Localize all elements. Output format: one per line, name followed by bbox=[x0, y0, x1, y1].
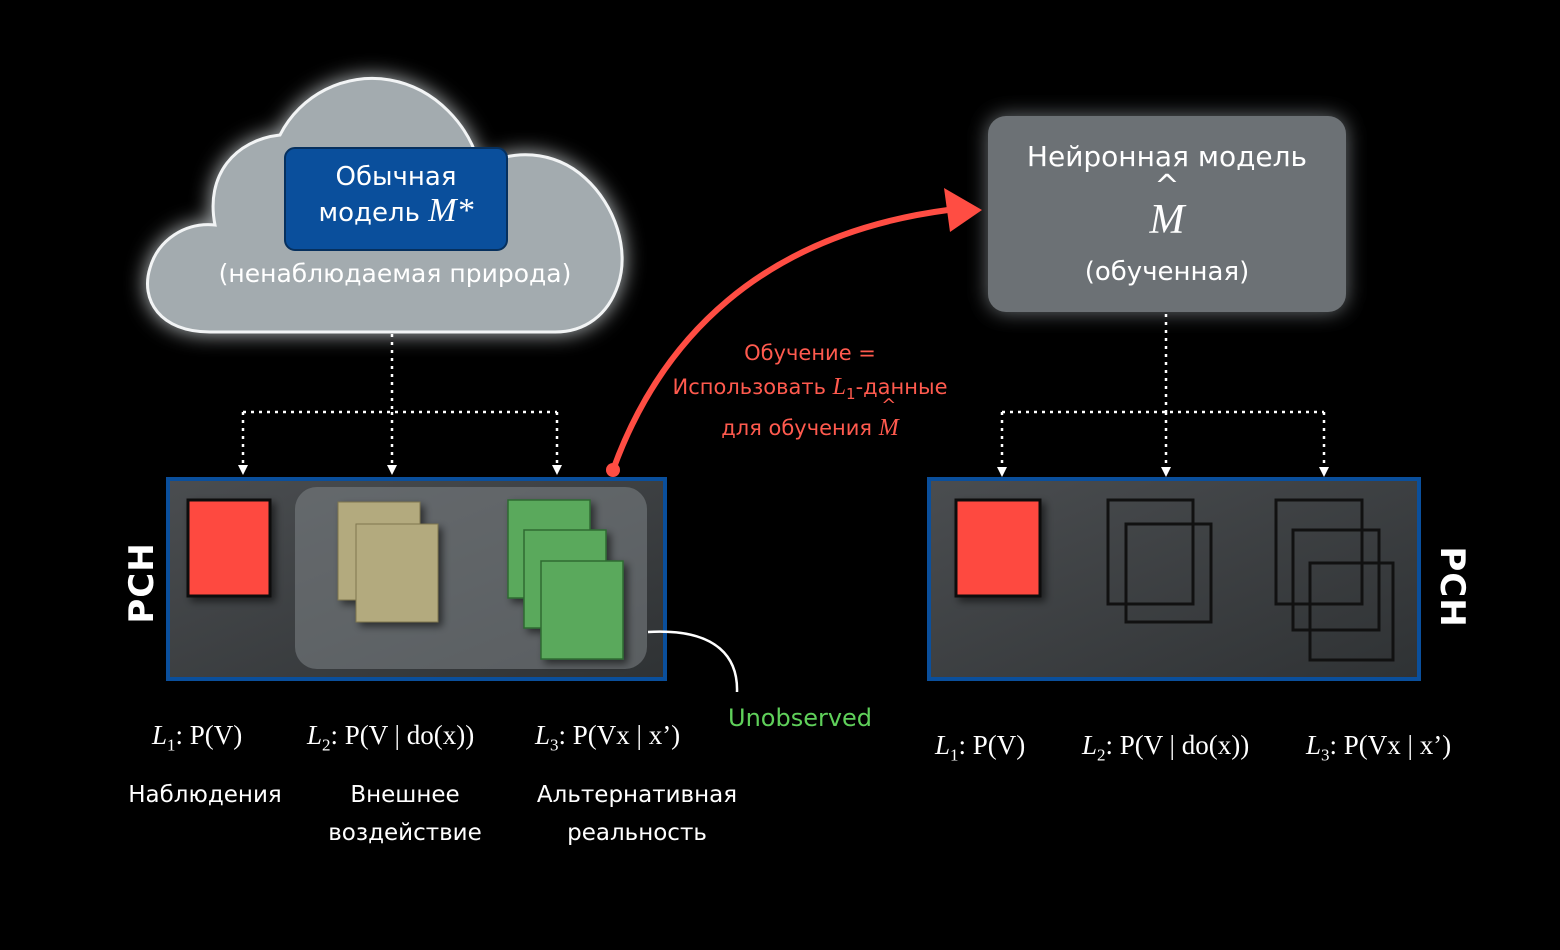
level-sub: 1 bbox=[950, 745, 959, 765]
learning-label: Обучение = Использовать L1-данные для об… bbox=[660, 336, 960, 445]
level-sub: 2 bbox=[322, 735, 331, 755]
level-symbol: L bbox=[1306, 730, 1322, 760]
level-symbol: L bbox=[152, 720, 168, 750]
caption-line1: Альтернативная bbox=[536, 782, 738, 808]
right-l3-outline-stack bbox=[1274, 498, 1395, 662]
learning-line3-symbol-wrap: ^M bbox=[878, 397, 899, 445]
learning-label-line3: для обучения ^M bbox=[660, 397, 960, 445]
right-l1-square bbox=[954, 498, 1042, 598]
caption-line2: воздействие bbox=[328, 820, 482, 846]
neural-model-title: Нейронная модель bbox=[1026, 140, 1308, 173]
true-model-title-line2: модель bbox=[318, 198, 420, 228]
learning-line2-symbol: L bbox=[832, 374, 847, 400]
left-l3-stack bbox=[507, 499, 624, 660]
neural-model-symbol-row: ^ M bbox=[988, 172, 1346, 244]
right-l2-outline-stack bbox=[1106, 498, 1213, 624]
true-model-title-line1: Обычная bbox=[335, 162, 457, 192]
level-formula: : P(V | do(x)) bbox=[1105, 730, 1250, 760]
learning-line2-prefix: Использовать bbox=[672, 375, 833, 399]
learning-line3-hat: ^ bbox=[881, 395, 897, 417]
neural-model-box bbox=[988, 116, 1346, 312]
level-formula: : P(Vx | x’) bbox=[558, 720, 681, 750]
left-caption-l2: Внешнее воздействие bbox=[305, 776, 505, 852]
level-formula: : P(Vx | x’) bbox=[1329, 730, 1452, 760]
left-formula-l3: L3: P(Vx | x’) bbox=[535, 720, 680, 755]
true-model-subtitle: (ненаблюдаемая природа) bbox=[218, 259, 572, 288]
left-l1-square bbox=[186, 498, 272, 598]
left-dotted-connectors bbox=[238, 334, 562, 475]
right-dotted-connectors bbox=[997, 314, 1329, 477]
true-model-title: Обычная модель M* bbox=[285, 160, 507, 230]
right-pch-label: PCH bbox=[1432, 546, 1472, 628]
neural-model-symbol-wrap: ^ M bbox=[1149, 172, 1185, 244]
level-formula: : P(V) bbox=[958, 730, 1026, 760]
level-symbol: L bbox=[935, 730, 951, 760]
learning-label-line1: Обучение = bbox=[744, 341, 876, 365]
learning-line3-prefix: для обучения bbox=[721, 416, 879, 441]
level-sub: 3 bbox=[1321, 745, 1330, 765]
neural-model-subtitle: (обученная) bbox=[1084, 257, 1250, 287]
learning-line2-suffix: -данные bbox=[855, 375, 948, 399]
learning-arrow bbox=[606, 188, 982, 477]
left-formula-l1: L1: P(V) bbox=[152, 720, 242, 755]
caption-line1: Внешнее bbox=[350, 782, 460, 808]
true-model-symbol: M* bbox=[428, 192, 474, 229]
level-symbol: L bbox=[535, 720, 551, 750]
unobserved-label: Unobserved bbox=[728, 704, 873, 732]
level-sub: 1 bbox=[167, 735, 176, 755]
learning-line2-sub: 1 bbox=[846, 385, 856, 404]
right-formula-l3: L3: P(Vx | x’) bbox=[1306, 730, 1451, 765]
level-symbol: L bbox=[1082, 730, 1098, 760]
level-sub: 3 bbox=[550, 735, 559, 755]
level-formula: : P(V) bbox=[175, 720, 243, 750]
learning-line3-symbol: M bbox=[878, 415, 899, 442]
learning-label-line2: Использовать L1-данные bbox=[660, 370, 960, 411]
right-formula-l2: L2: P(V | do(x)) bbox=[1082, 730, 1249, 765]
left-caption-l3: Альтернативная реальность bbox=[522, 776, 752, 852]
true-model-box bbox=[284, 147, 508, 251]
left-formula-l2: L2: P(V | do(x)) bbox=[307, 720, 474, 755]
left-l2-stack bbox=[337, 501, 439, 623]
unobserved-callout-line bbox=[647, 630, 739, 693]
caption-line1: Наблюдения bbox=[128, 782, 282, 808]
neural-model-symbol: M bbox=[1149, 197, 1185, 243]
true-model-title-line2-row: модель M* bbox=[285, 194, 507, 230]
hat-symbol: ^ bbox=[1154, 169, 1180, 204]
left-pch-label: PCH bbox=[122, 542, 162, 624]
caption-line2: реальность bbox=[567, 820, 707, 846]
level-formula: : P(V | do(x)) bbox=[330, 720, 475, 750]
right-formula-l1: L1: P(V) bbox=[935, 730, 1025, 765]
left-caption-l1: Наблюдения bbox=[115, 776, 295, 814]
level-symbol: L bbox=[307, 720, 323, 750]
level-sub: 2 bbox=[1097, 745, 1106, 765]
